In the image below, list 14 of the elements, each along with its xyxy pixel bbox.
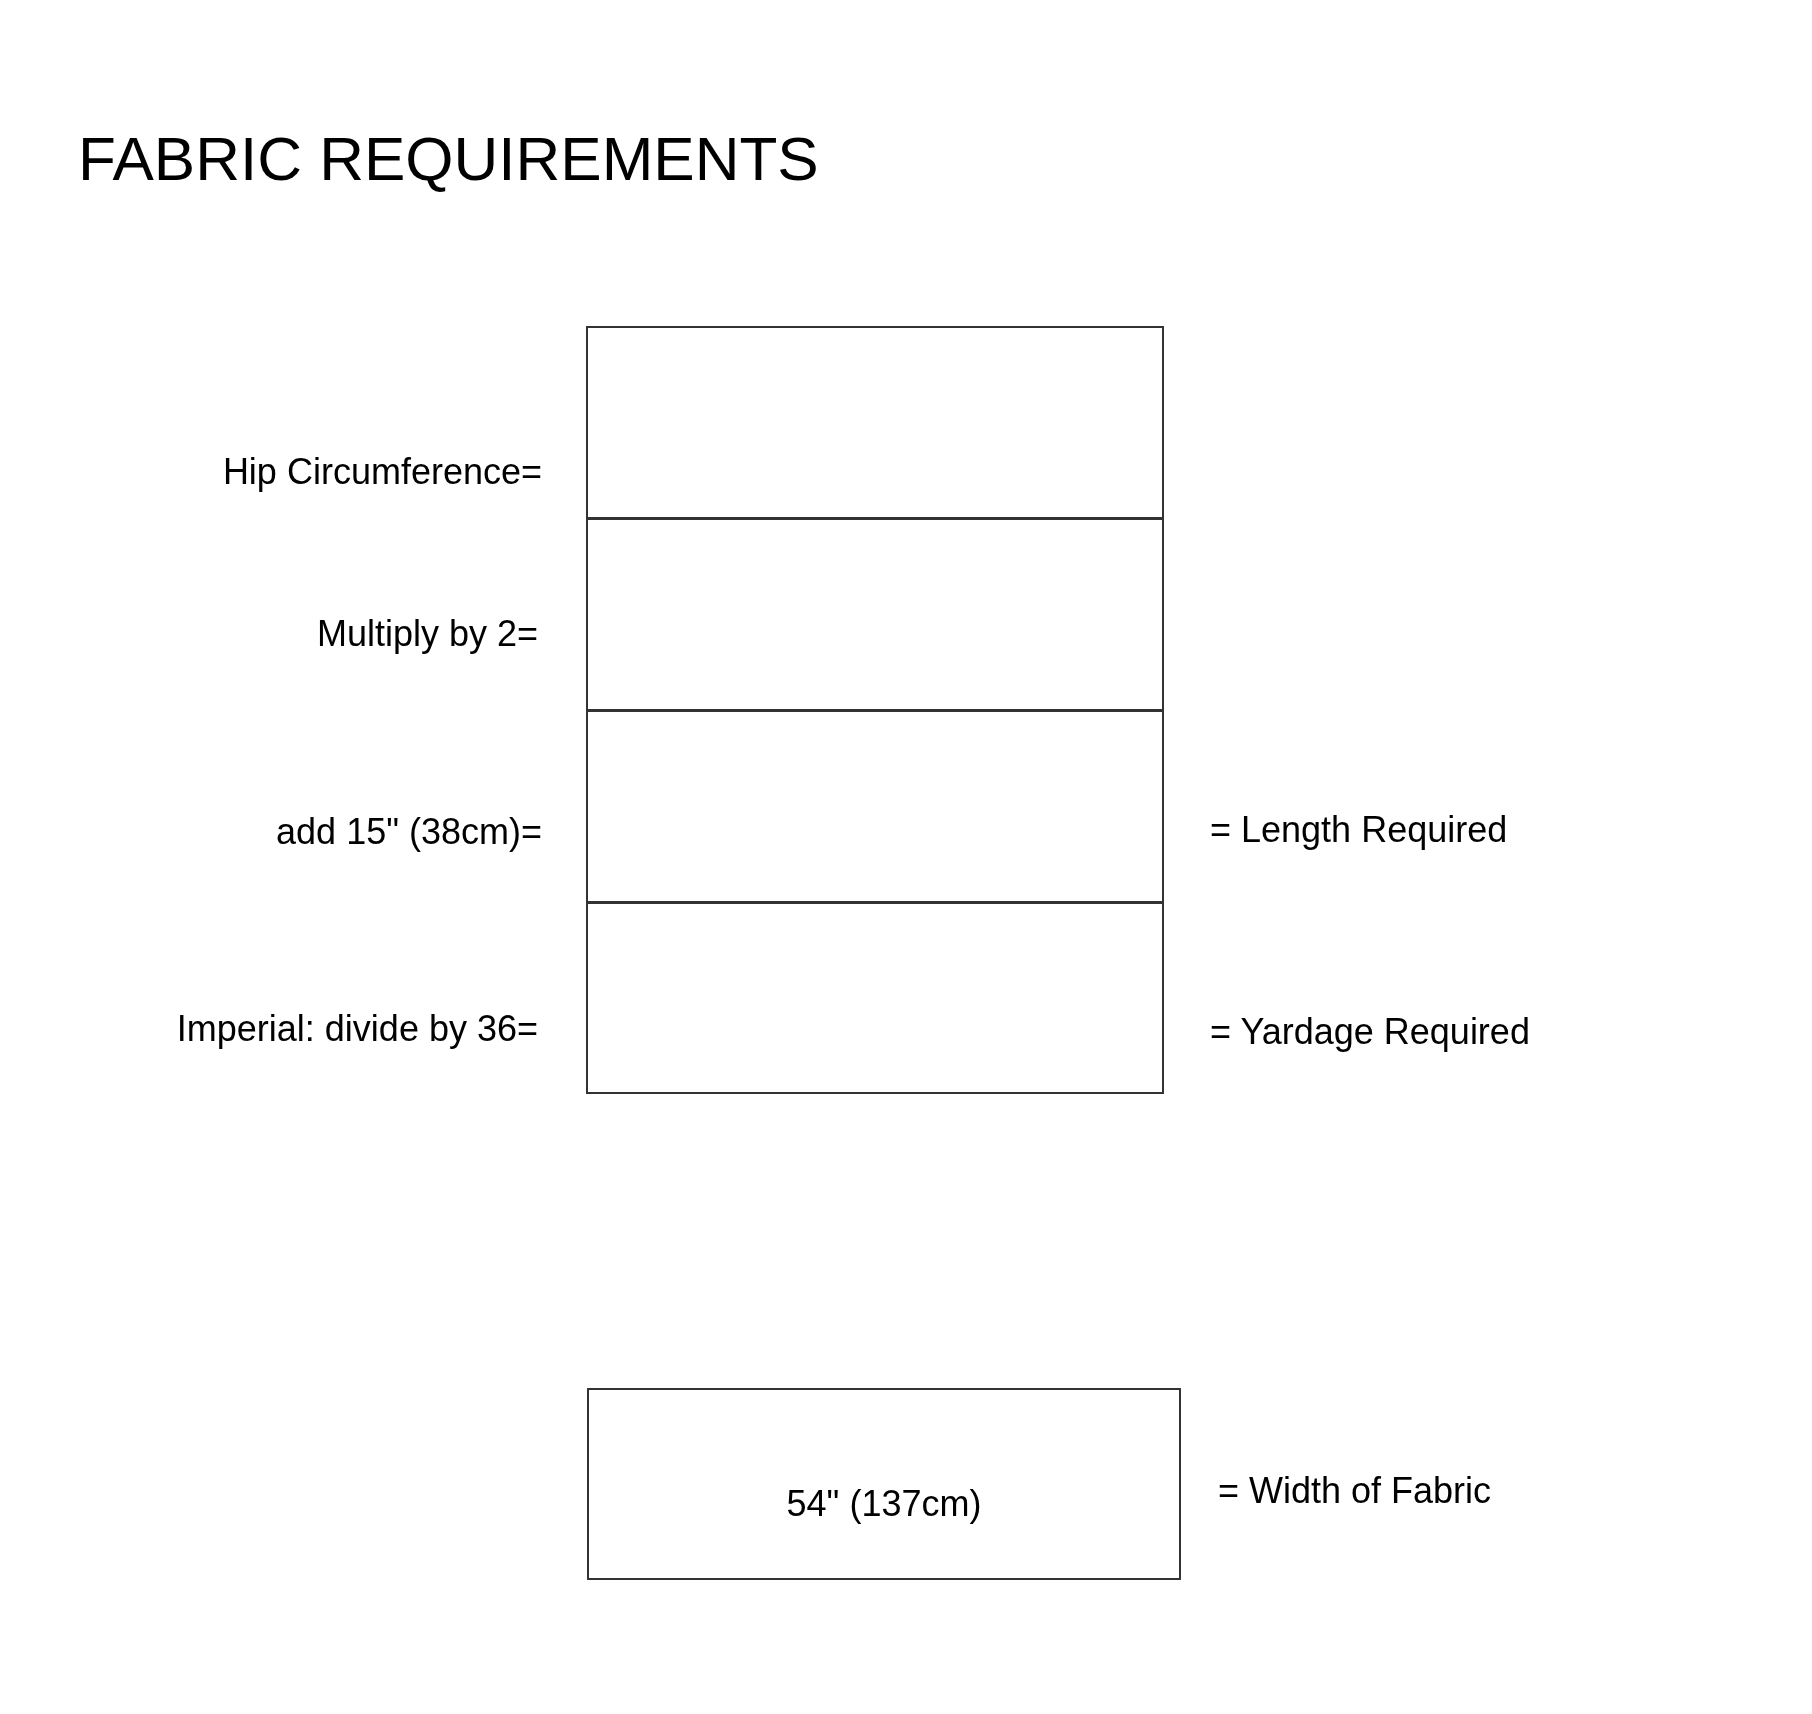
field-label: Hip Circumference= <box>222 454 542 490</box>
field-label: = Length Required <box>1210 812 1508 848</box>
fabric-width-box <box>587 1388 1181 1580</box>
answer-box <box>586 326 1164 519</box>
title: FABRIC REQUIREMENTS <box>78 128 819 190</box>
field-label: = Width of Fabric <box>1218 1473 1492 1509</box>
field-label: add 15" (38cm)= <box>276 814 542 850</box>
field-label: Multiply by 2= <box>316 616 538 652</box>
answer-box <box>586 902 1164 1094</box>
answer-box <box>586 710 1164 903</box>
fabric-width-text: 54" (137cm) <box>786 1482 982 1526</box>
field-label: Imperial: divide by 36= <box>176 1011 538 1047</box>
field-label: = Yardage Required <box>1210 1014 1530 1050</box>
answer-box <box>586 518 1164 711</box>
